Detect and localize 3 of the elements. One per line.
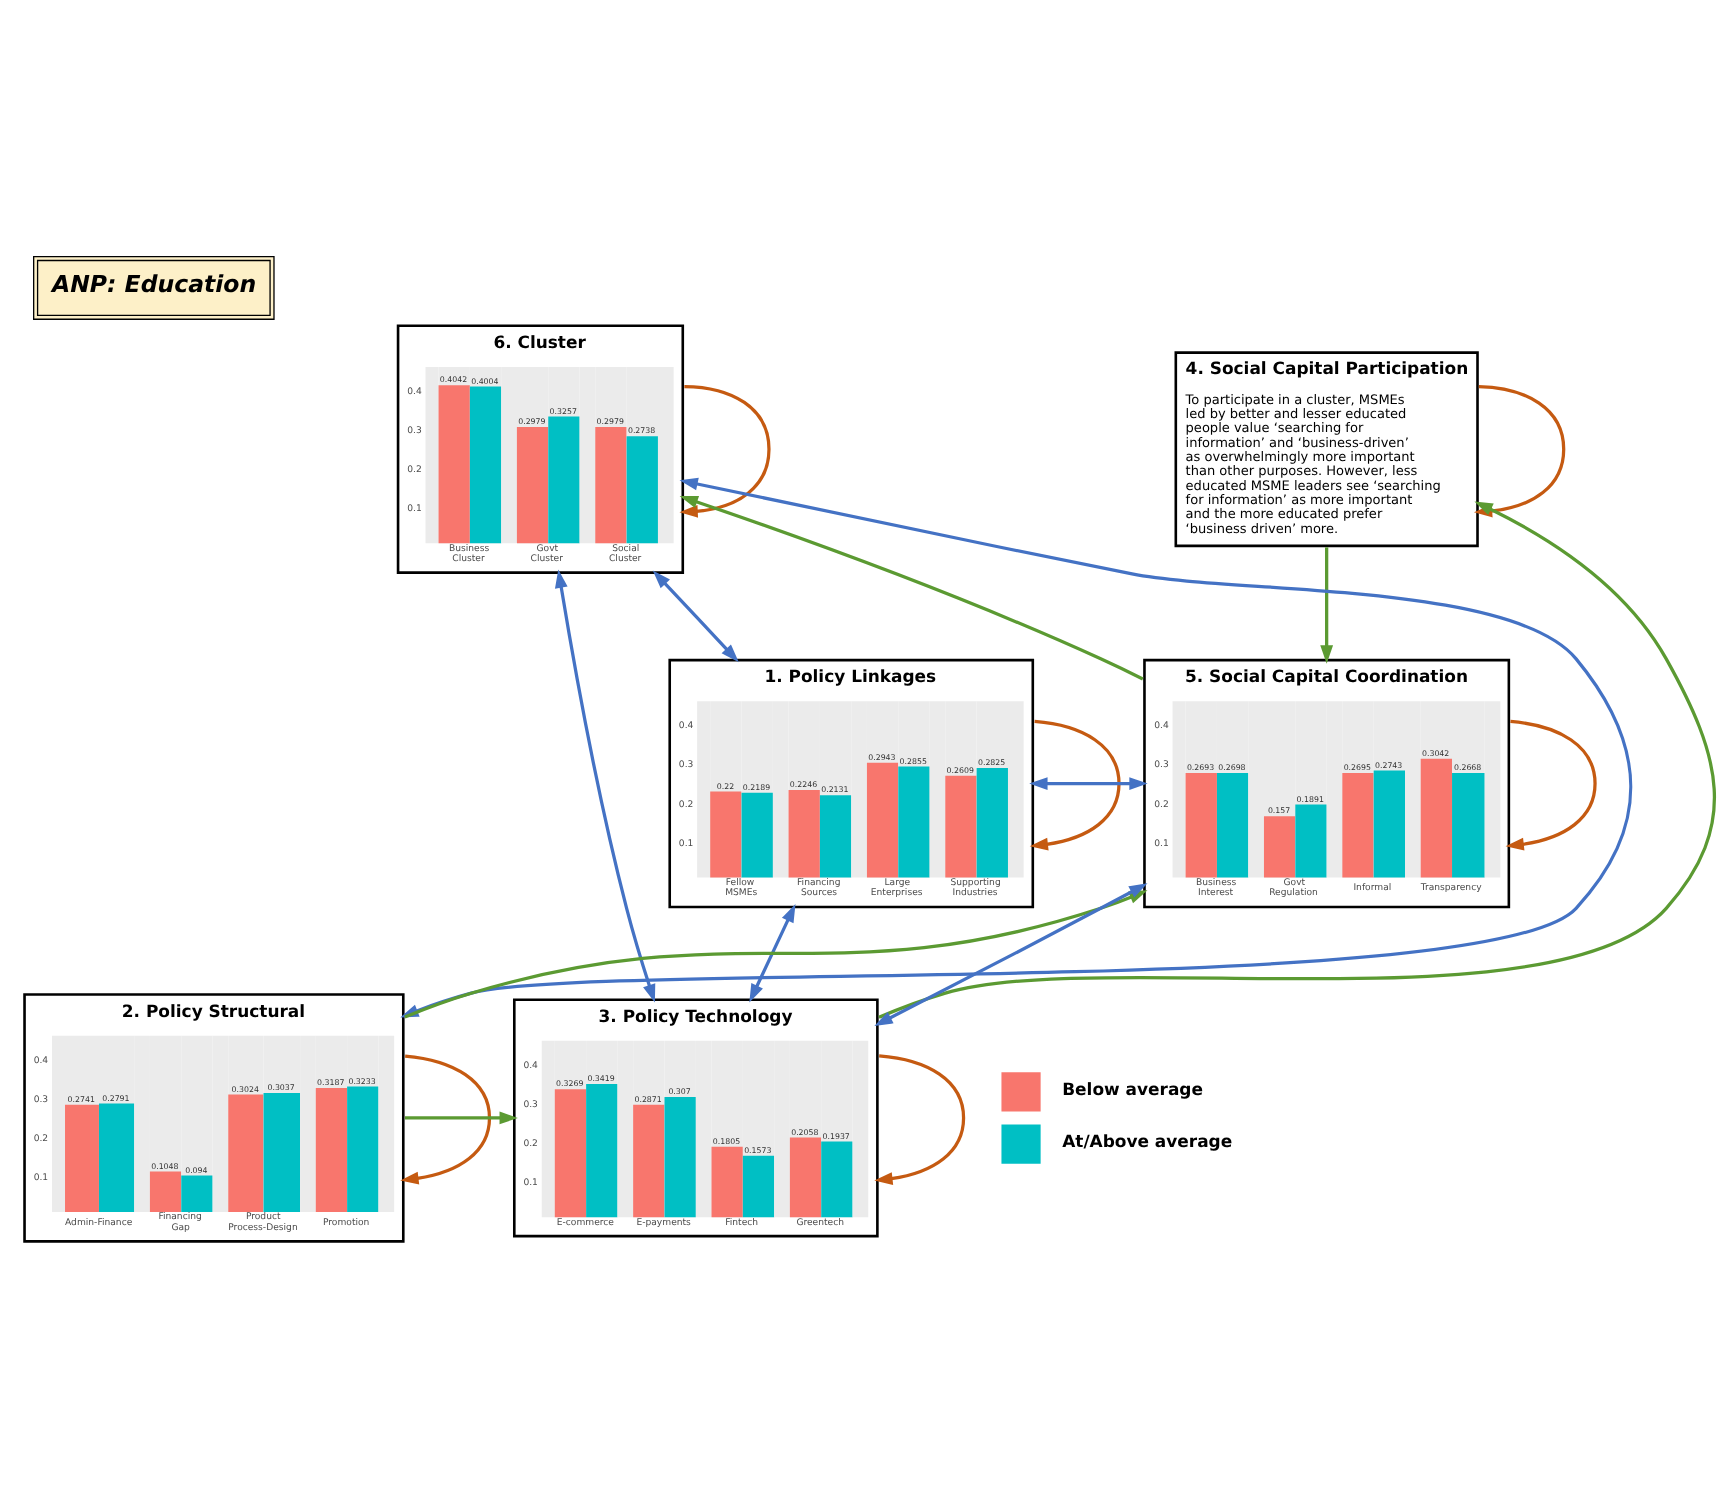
legend-label: At/Above average — [1061, 1131, 1232, 1152]
diagram-title: ANP: Education — [50, 270, 256, 299]
legend-label: Below average — [1061, 1078, 1202, 1099]
